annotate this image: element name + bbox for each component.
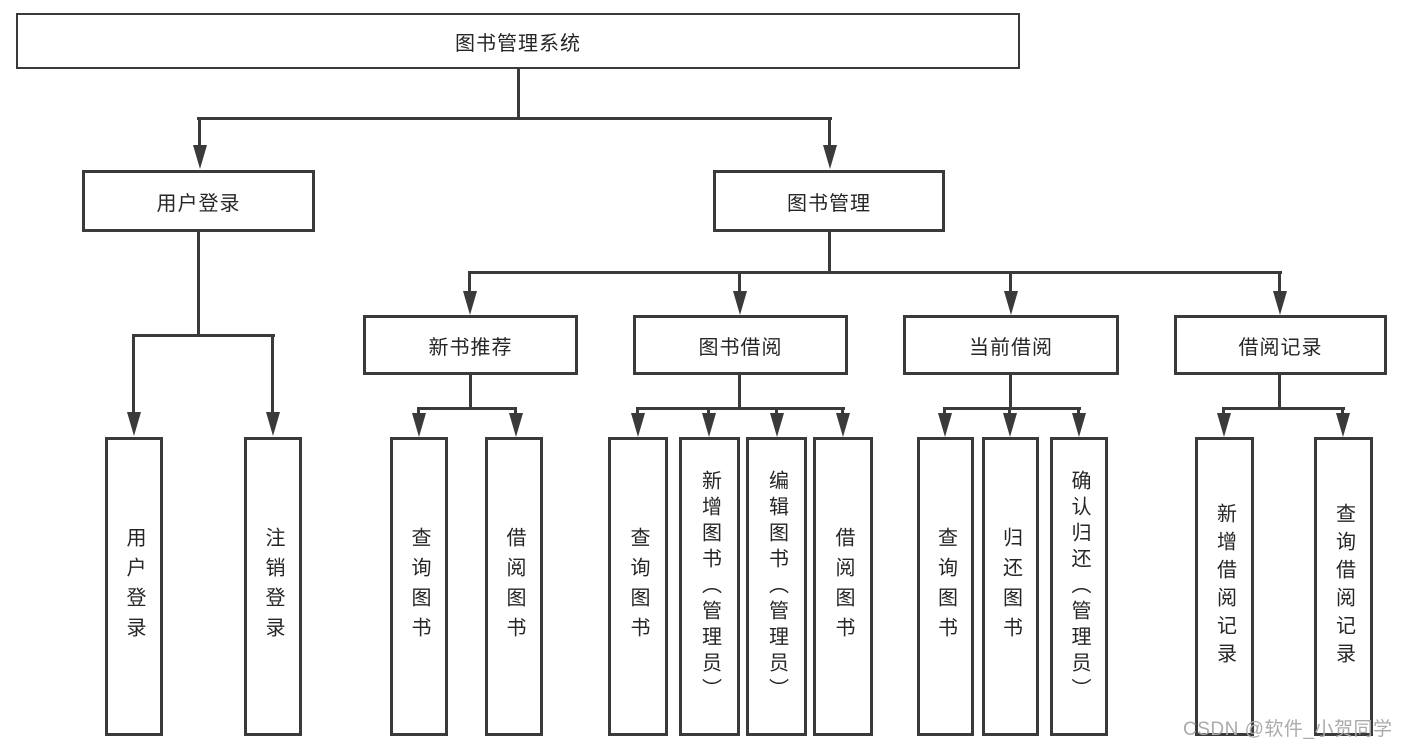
connector-book-borrowing-hbar [636, 407, 845, 410]
arrow-to-recommend-borrow-books [514, 407, 517, 413]
leaf-label: 新增借阅记录 [1213, 502, 1236, 671]
connector-new-book-recommend-hbar [418, 407, 517, 410]
node-label: 图书借阅 [698, 336, 783, 359]
leaf-label: 借阅图书 [503, 526, 525, 647]
leaf-label: 查询图书 [934, 526, 957, 647]
connector-borrowing-records-hbar [1223, 407, 1345, 410]
leaf-borrowing-add-books: 新增图书（管理员） [679, 437, 740, 736]
leaf-label: 编辑图书（管理员） [765, 469, 788, 704]
leaf-current-confirm-return: 确认归还（管理员） [1050, 437, 1108, 736]
arrow-to-current-query-books [943, 407, 946, 413]
leaf-borrowing-borrow-books: 借阅图书 [813, 437, 873, 736]
node-library-management-system: 图书管理系统 [16, 13, 1020, 69]
node-user-login: 用户登录 [82, 170, 315, 232]
leaf-label: 注销登录 [262, 526, 284, 647]
connector-book-borrowing-stem [738, 374, 741, 409]
arrow-to-borrowing-records [1278, 271, 1281, 291]
leaf-label: 确认归还（管理员） [1068, 469, 1090, 704]
node-label: 图书管理系统 [455, 32, 581, 55]
arrow-to-user-login [198, 117, 201, 145]
node-label: 新书推荐 [428, 336, 513, 359]
leaf-label: 新增图书（管理员） [698, 469, 721, 704]
connector-current-borrowing-stem [1009, 374, 1012, 409]
leaf-label: 借阅图书 [832, 526, 854, 647]
arrow-to-new-book-recommend [468, 271, 471, 291]
leaf-records-query-record: 查询借阅记录 [1314, 437, 1373, 736]
connector-root-hbar [197, 117, 832, 120]
connector-user-login-hbar [132, 334, 275, 337]
leaf-label: 用户登录 [123, 526, 145, 647]
arrow-to-current-borrowing [1009, 271, 1012, 291]
connector-new-book-recommend-stem [469, 374, 472, 409]
arrow-to-recommend-query-books [417, 407, 420, 413]
leaf-recommend-borrow-books: 借阅图书 [485, 437, 543, 736]
leaf-borrowing-edit-books: 编辑图书（管理员） [746, 437, 807, 736]
arrow-to-leaf-user-login [132, 334, 135, 412]
leaf-logout: 注销登录 [244, 437, 302, 736]
arrow-to-borrowing-query-books [636, 407, 639, 413]
leaf-records-add-record: 新增借阅记录 [1195, 437, 1254, 736]
leaf-label: 查询图书 [627, 526, 649, 647]
node-borrowing-records: 借阅记录 [1174, 315, 1387, 375]
arrow-to-current-return-books [1008, 407, 1011, 413]
arrow-to-leaf-logout [271, 334, 274, 412]
node-book-borrowing: 图书借阅 [633, 315, 848, 375]
node-book-management: 图书管理 [713, 170, 945, 232]
leaf-user-login: 用户登录 [105, 437, 163, 736]
arrow-to-borrowing-borrow-books [841, 407, 844, 413]
node-label: 借阅记录 [1238, 336, 1323, 359]
node-label: 图书管理 [787, 192, 871, 215]
node-label: 当前借阅 [969, 336, 1053, 359]
connector-current-borrowing-hbar [944, 407, 1081, 410]
connector-root-stem [517, 69, 520, 119]
node-new-book-recommend: 新书推荐 [363, 315, 578, 375]
arrow-to-book-borrowing [738, 271, 741, 291]
leaf-label: 归还图书 [999, 526, 1022, 647]
connector-borrowing-records-stem [1278, 374, 1281, 409]
csdn-watermark: CSDN @软件_小贺同学 [1183, 719, 1393, 740]
arrow-to-borrowing-add-books [707, 407, 710, 413]
arrow-to-records-add-record [1222, 407, 1225, 413]
node-label: 用户登录 [156, 192, 241, 215]
leaf-current-query-books: 查询图书 [917, 437, 974, 736]
leaf-borrowing-query-books: 查询图书 [608, 437, 668, 736]
node-current-borrowing: 当前借阅 [903, 315, 1119, 375]
connector-book-management-stem [828, 232, 831, 273]
leaf-recommend-query-books: 查询图书 [390, 437, 448, 736]
arrow-to-records-query-record [1341, 407, 1344, 413]
connector-book-management-hbar [468, 271, 1282, 274]
connector-user-login-stem [197, 232, 200, 336]
leaf-label: 查询借阅记录 [1332, 502, 1355, 671]
arrow-to-book-management [828, 117, 831, 145]
leaf-current-return-books: 归还图书 [982, 437, 1039, 736]
arrow-to-borrowing-edit-books [775, 407, 778, 413]
leaf-label: 查询图书 [408, 526, 430, 647]
arrow-to-current-confirm-return [1077, 407, 1080, 413]
